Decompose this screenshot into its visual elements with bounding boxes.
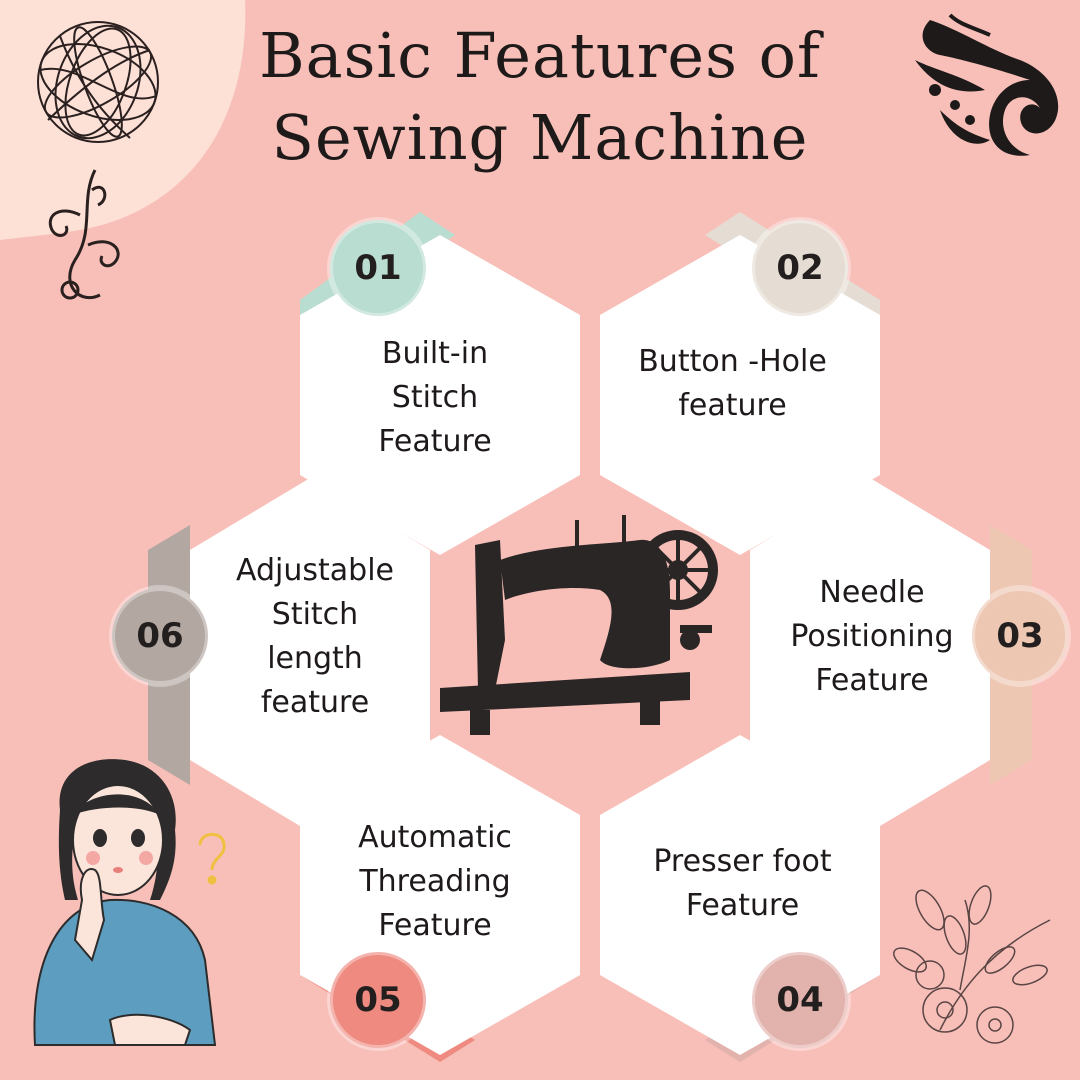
feature-03-line3: Feature <box>815 663 929 698</box>
feature-label-03: Needle Positioning Feature <box>772 571 972 703</box>
feature-label-02: Button -Hole feature <box>620 340 845 428</box>
hexagon-03 <box>750 478 990 832</box>
feature-label-06: Adjustable Stitch length feature <box>215 549 415 725</box>
thinking-girl-icon <box>33 759 217 1046</box>
feature-04-line1: Presser foot <box>653 844 832 879</box>
feature-label-04: Presser foot Feature <box>630 840 855 928</box>
feature-number-05: 05 <box>354 980 402 1020</box>
feature-06-line2: Stitch <box>271 597 359 632</box>
number-circles <box>109 217 1071 1051</box>
feature-label-05: Automatic Threading Feature <box>335 816 535 948</box>
feature-number-04: 04 <box>776 980 824 1020</box>
feature-number-02: 02 <box>776 248 824 288</box>
feature-02-line1: Button -Hole <box>638 344 827 379</box>
feature-03-line2: Positioning <box>790 619 954 654</box>
feature-06-line3: length <box>267 641 363 676</box>
feature-05-line2: Threading <box>359 864 511 899</box>
feature-01-line1: Built-in <box>381 336 489 371</box>
feature-03-line1: Needle <box>819 575 925 610</box>
question-mark-icon <box>198 832 226 885</box>
feature-06-line4: feature <box>260 685 370 720</box>
yarn-ball-icon <box>37 21 159 143</box>
flower-sketch-icon <box>893 885 1051 1044</box>
feature-05-line3: Feature <box>378 908 492 943</box>
feature-06-line1: Adjustable <box>236 553 394 588</box>
feature-05-line1: Automatic <box>358 820 512 855</box>
feature-number-03: 03 <box>996 616 1044 656</box>
feature-number-01: 01 <box>354 248 402 288</box>
feature-number-06: 06 <box>136 616 184 656</box>
hexagon-02 <box>600 235 880 555</box>
flourish-icon <box>48 169 120 300</box>
page-title-line1: Basic Features of <box>259 19 821 92</box>
hexagon-06 <box>190 478 430 832</box>
sewing-machine-icon <box>440 515 718 735</box>
feature-04-line2: Feature <box>685 888 800 923</box>
feature-01-line3: Feature <box>378 424 492 459</box>
feature-label-01: Built-in Stitch Feature <box>335 332 535 464</box>
ornament-icon <box>915 13 1059 156</box>
feature-01-line2: Stitch <box>391 380 479 415</box>
feature-02-line2: feature <box>678 388 787 423</box>
page-title-line2: Sewing Machine <box>271 101 809 174</box>
